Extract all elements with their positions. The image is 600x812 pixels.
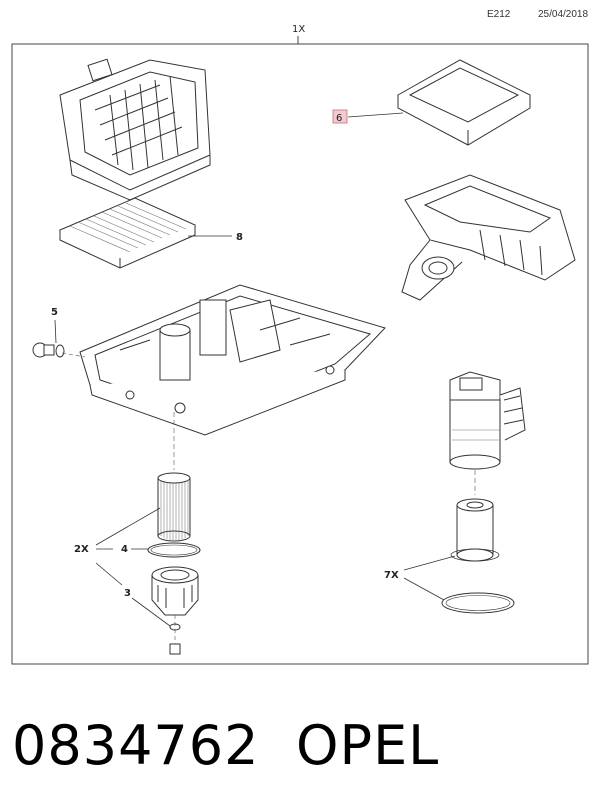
leader-7x-b (403, 577, 445, 601)
drain-plug (32, 342, 65, 358)
callout-8: 8 (236, 232, 243, 243)
leader-3 (131, 597, 171, 627)
part-number: 0834762 (12, 714, 260, 777)
o-ring-4 (147, 542, 201, 558)
fuel-filter-housing (449, 371, 526, 470)
leader-7x-a (403, 555, 456, 571)
diagram-frame (11, 43, 589, 665)
cabin-filter (58, 197, 197, 269)
o-ring-4-inner (150, 544, 198, 556)
callout-5: 5 (51, 307, 58, 318)
brand-name: OPEL (296, 714, 440, 777)
fuel-filter-seal-upper (450, 548, 500, 562)
drawing-code: E212 (487, 9, 511, 20)
callout-4: 4 (121, 544, 128, 555)
leader-6 (347, 112, 404, 118)
callout-3: 3 (124, 588, 131, 599)
fuel-filter-element (456, 498, 494, 562)
leader-2x-a (95, 507, 161, 546)
callout-7x: 7X (384, 570, 399, 581)
air-filter-panel (396, 59, 532, 146)
airbox-housing (59, 58, 211, 201)
footer: 0834762 OPEL (0, 708, 600, 788)
parts-diagram: 1X 8 6 (11, 24, 589, 665)
leader-5 (54, 319, 57, 344)
oil-pan (79, 284, 386, 436)
fuel-filter-seal-ring-inner (445, 595, 511, 611)
callout-2x: 2X (74, 544, 89, 555)
plug-axis (61, 352, 86, 358)
callout-6-box (332, 109, 348, 124)
oil-filter-element (157, 472, 191, 542)
callout-6: 6 (336, 113, 342, 124)
airbox-lower-housing (401, 174, 576, 301)
leader-2x-c (95, 562, 123, 586)
oil-filter-cap (151, 566, 199, 616)
cap-drain-screw (169, 643, 181, 655)
fuel-filter-seal-ring (441, 592, 515, 614)
kit-label: 1X (292, 24, 305, 35)
drawing-date: 25/04/2018 (538, 9, 589, 20)
